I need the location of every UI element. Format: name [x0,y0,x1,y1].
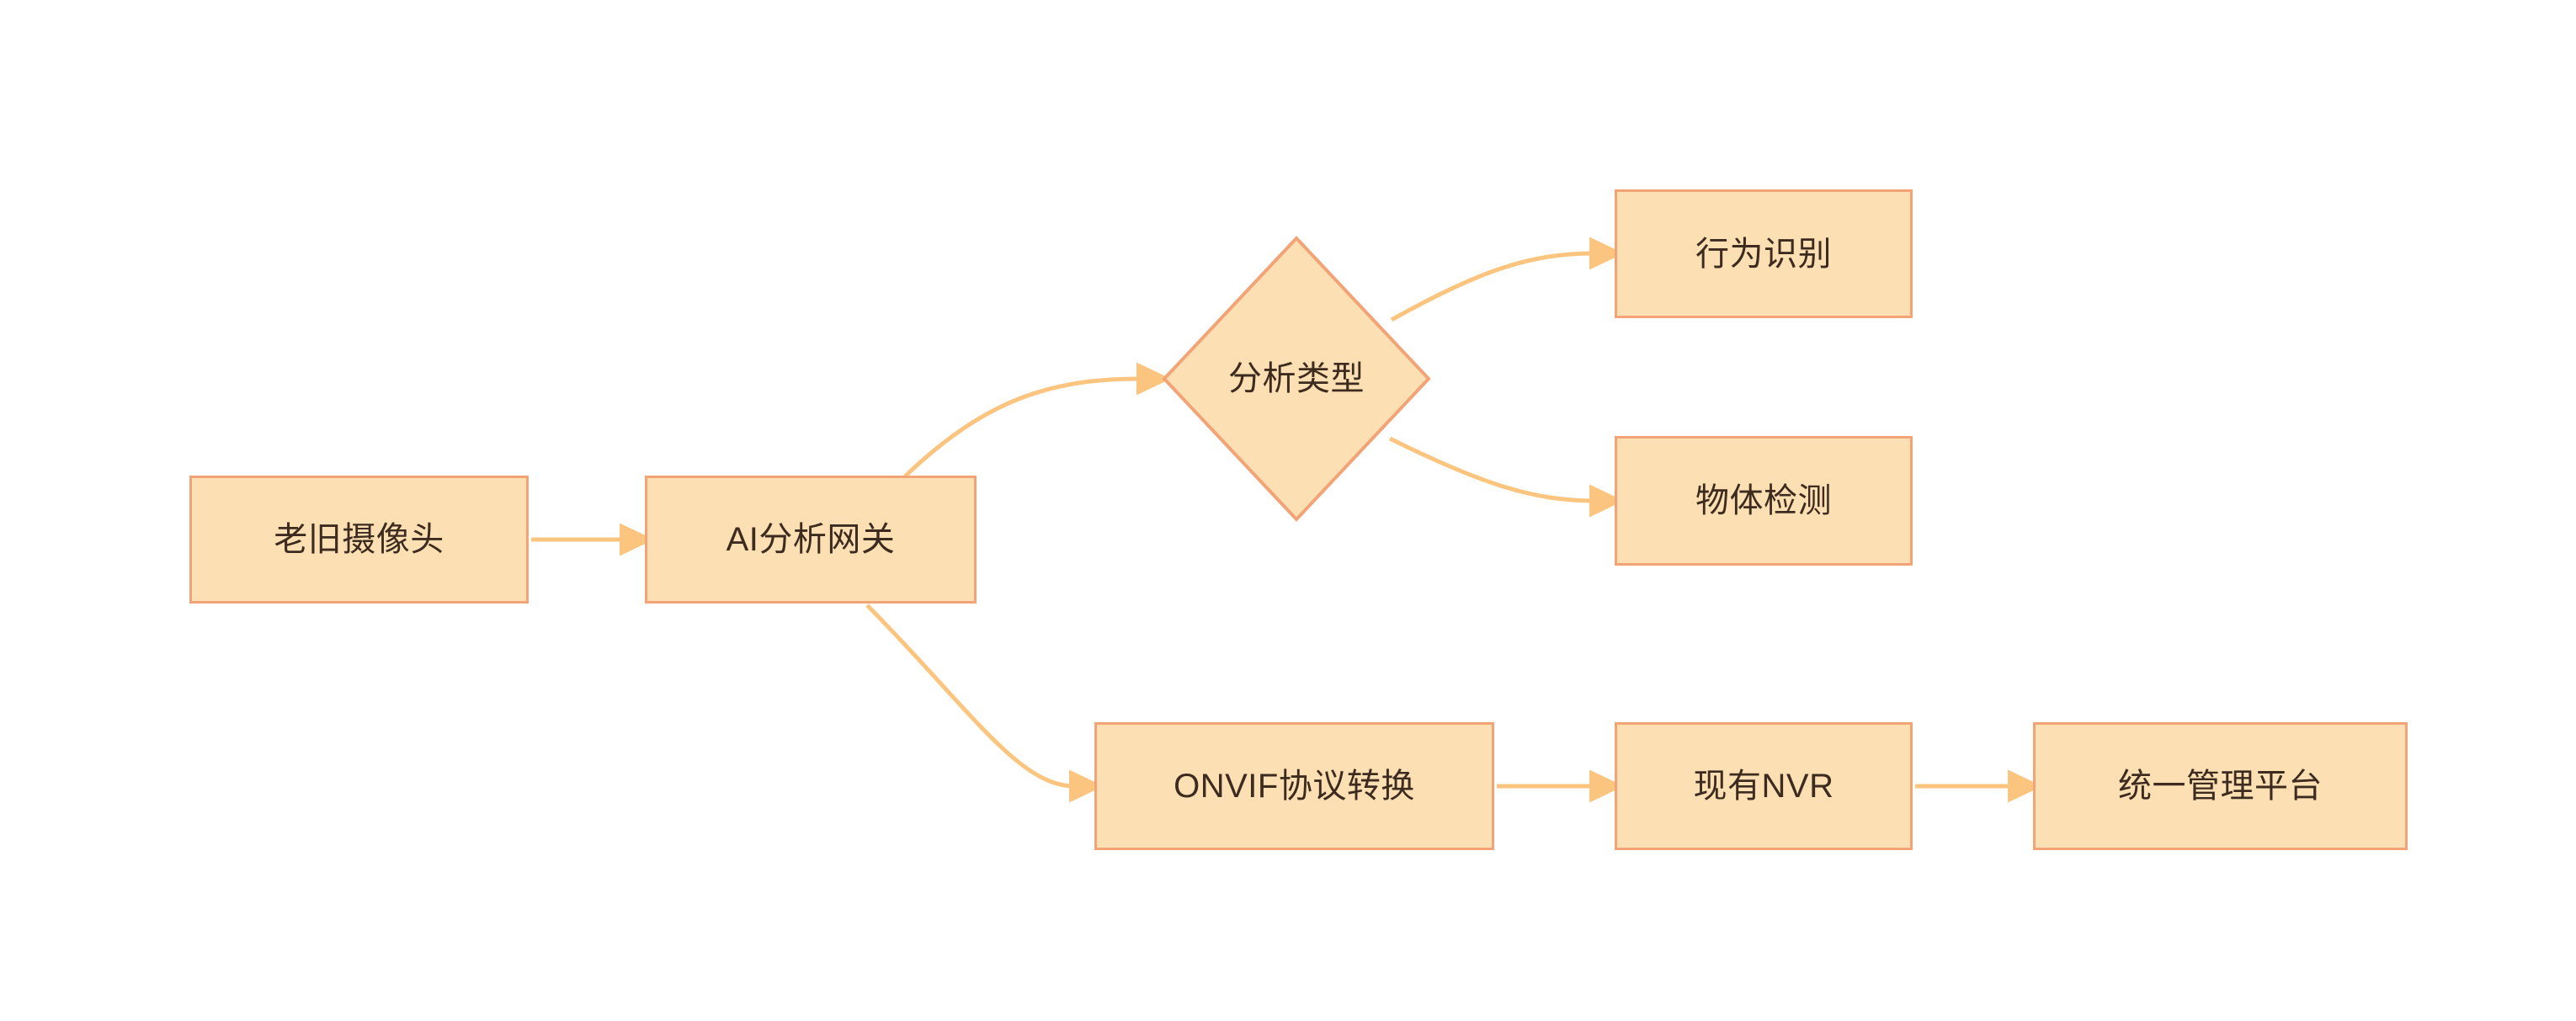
node-ai-gateway-label: AI分析网关 [726,521,896,558]
node-analysis-type-label: 分析类型 [1228,360,1365,397]
node-legacy-camera[interactable]: 老旧摄像头 [189,476,529,604]
node-existing-nvr[interactable]: 现有NVR [1615,722,1913,850]
node-object-detection[interactable]: 物体检测 [1615,436,1913,566]
node-behavior-recognition[interactable]: 行为识别 [1615,189,1913,318]
node-behavior-recognition-label: 行为识别 [1695,235,1832,273]
edge-ai-gateway-to-onvif-conversion [865,604,1104,803]
node-analysis-type[interactable]: 分析类型 [1162,236,1431,522]
edge-analysis-type-to-object-detection [1388,436,1624,518]
node-onvif-conversion-label: ONVIF协议转换 [1174,768,1415,805]
node-legacy-camera-label: 老旧摄像头 [274,521,444,558]
node-ai-gateway[interactable]: AI分析网关 [645,476,977,604]
node-existing-nvr-label: 现有NVR [1693,768,1834,805]
node-unified-platform[interactable]: 统一管理平台 [2033,722,2408,850]
node-object-detection-label: 物体检测 [1695,482,1832,519]
edge-ai-gateway-to-analysis-type [903,362,1171,478]
diamond-shape-icon [1162,236,1431,522]
node-onvif-conversion[interactable]: ONVIF协议转换 [1094,722,1494,850]
node-unified-platform-label: 统一管理平台 [2118,768,2323,805]
edge-analysis-type-to-behavior-recognition [1390,237,1624,322]
